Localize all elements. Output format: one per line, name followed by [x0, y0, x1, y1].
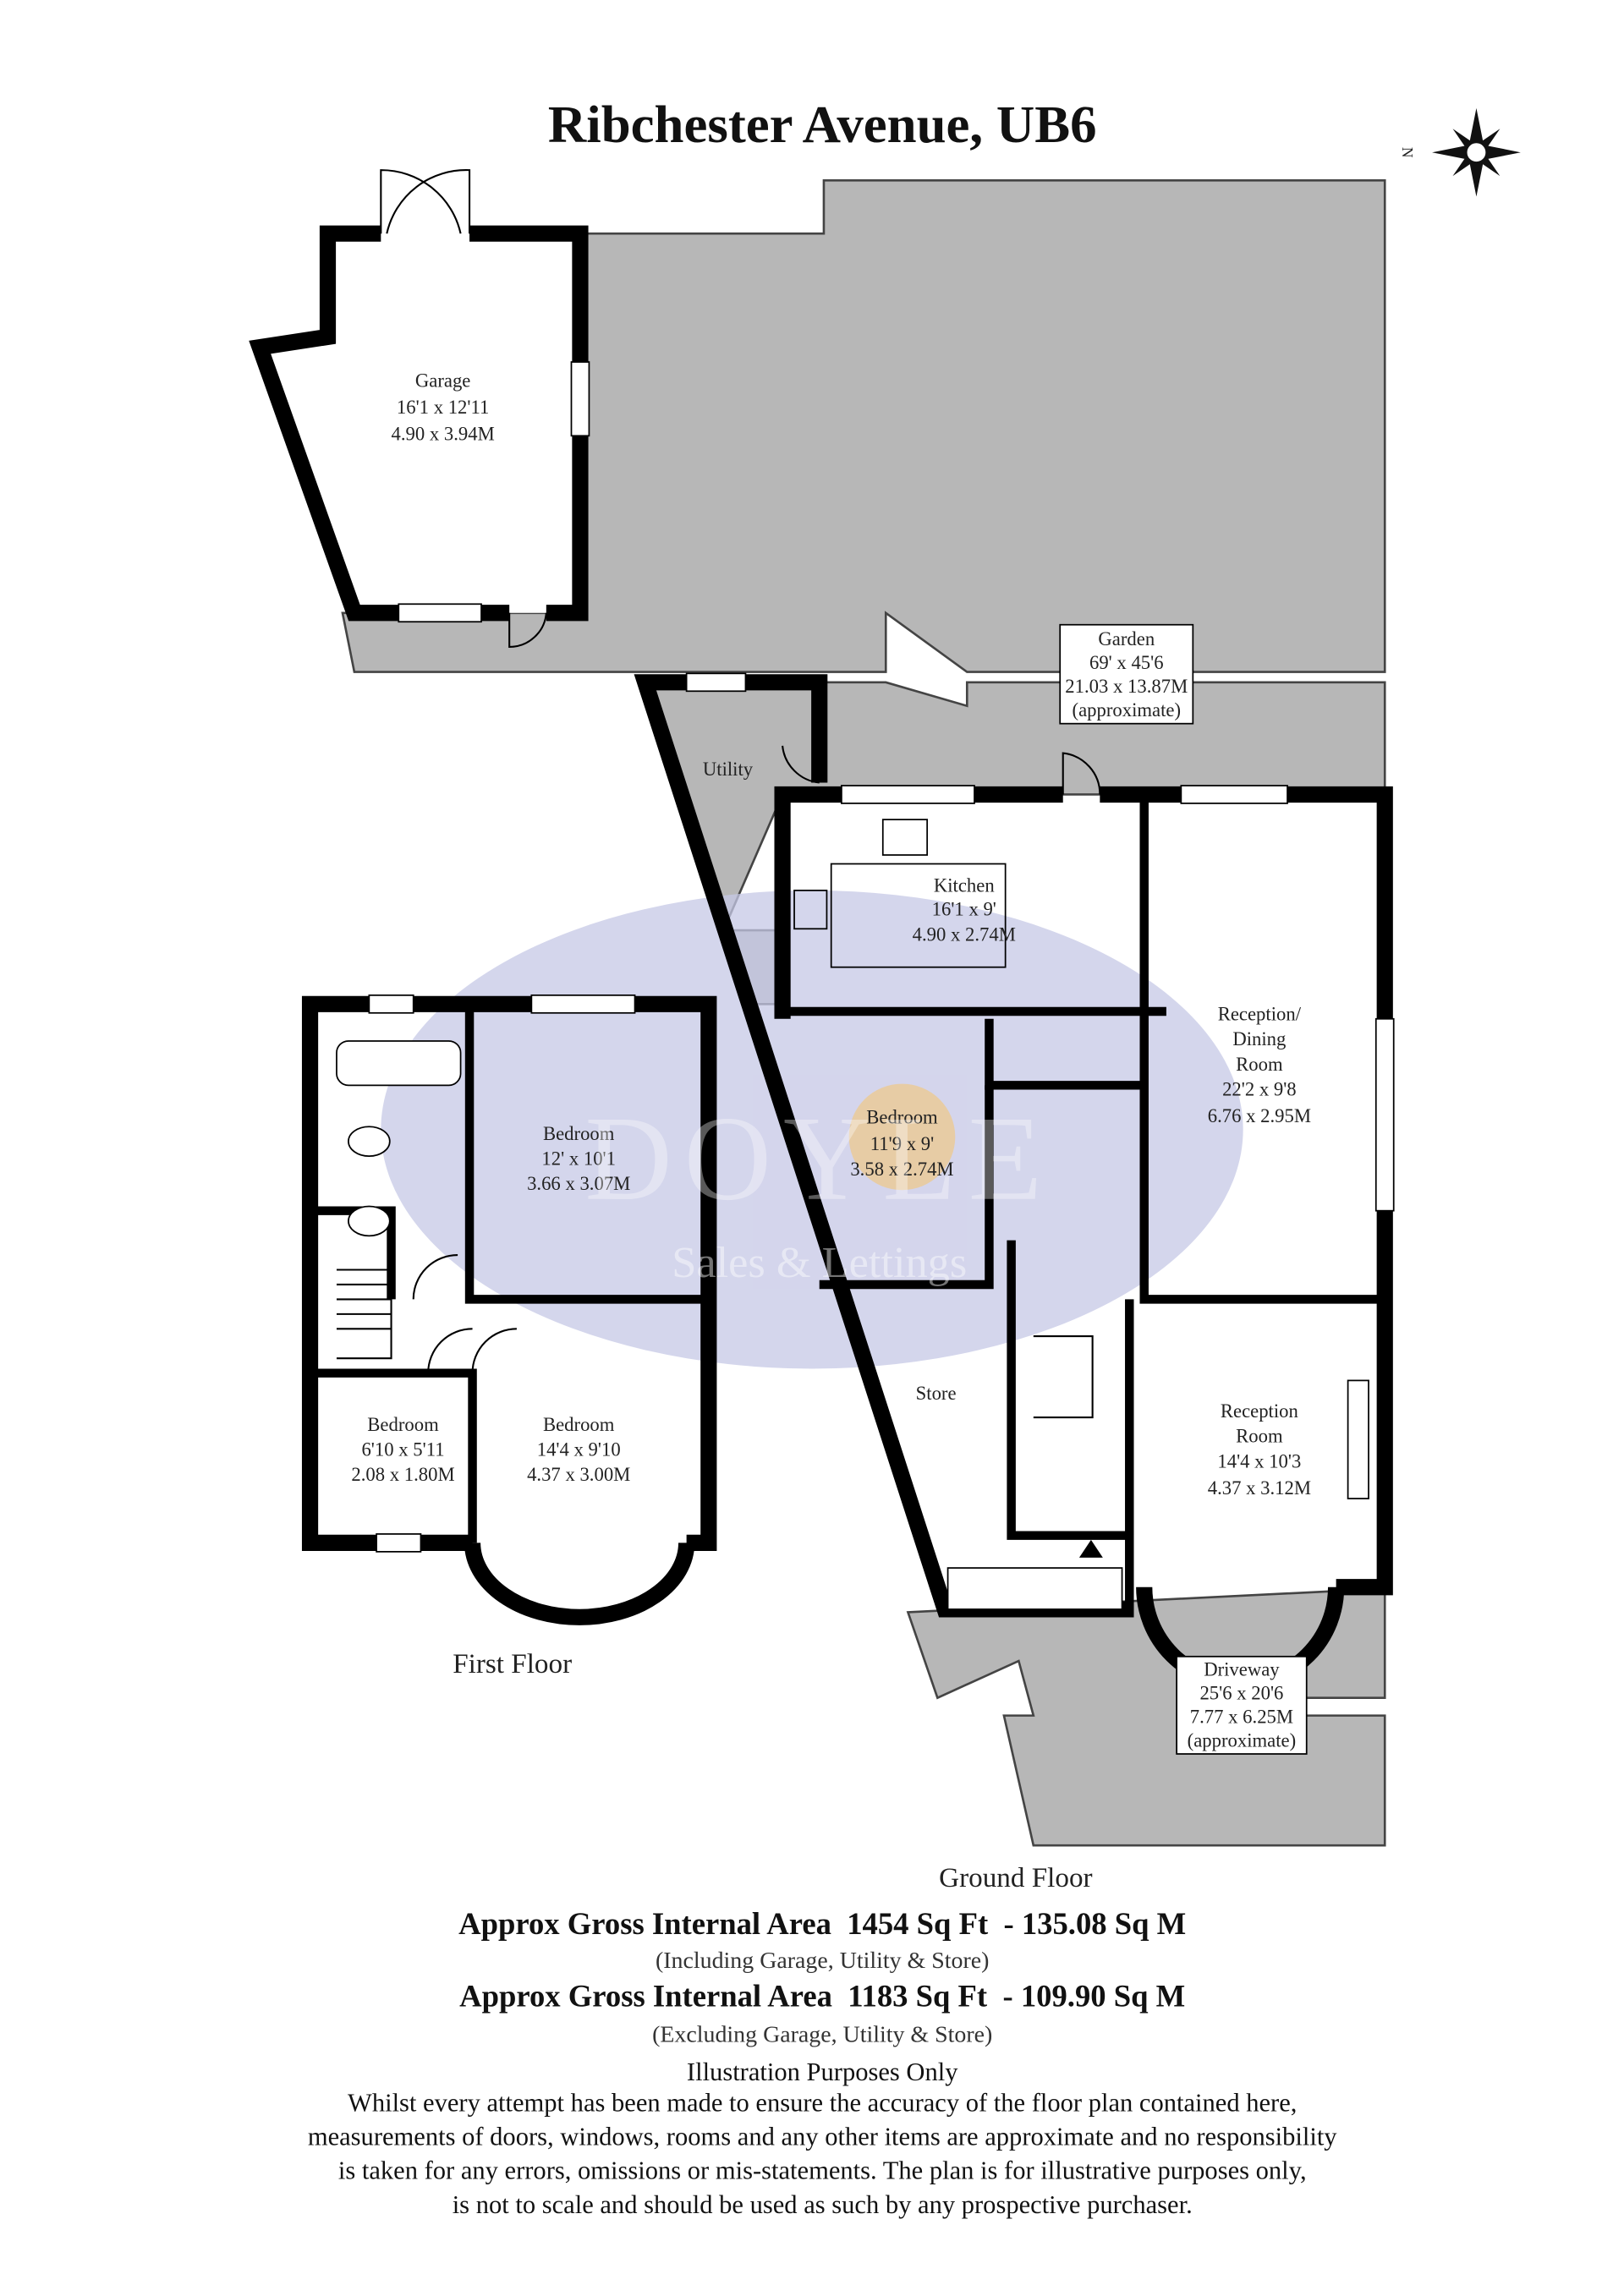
- garage-imperial: 16'1 x 12'11: [397, 397, 489, 418]
- ff-bedroom2-metric: 2.08 x 1.80M: [351, 1464, 454, 1485]
- garden-note: (approximate): [1073, 699, 1182, 721]
- driveway-imperial: 25'6 x 20'6: [1199, 1682, 1283, 1703]
- kitchen-imperial: 16'1 x 9': [932, 899, 996, 920]
- ff-bedroom2-label: Bedroom: [367, 1414, 439, 1435]
- utility-label: Utility: [703, 759, 754, 780]
- reception-label-1: Reception: [1221, 1400, 1298, 1422]
- reception-label-2: Room: [1236, 1426, 1283, 1447]
- driveway-area: [906, 1587, 1386, 1847]
- garden-imperial: 69' x 45'6: [1089, 652, 1164, 673]
- illustration-note: Illustration Purposes Only: [687, 2058, 958, 2086]
- plan-title: Ribchester Avenue, UB6: [548, 95, 1097, 154]
- watermark-brand: DOYLE: [584, 1091, 1054, 1225]
- disclaimer-line: is taken for any errors, omissions or mi…: [338, 2156, 1307, 2185]
- ff-bedroom3-metric: 4.37 x 3.00M: [527, 1464, 630, 1485]
- reception-metric: 4.37 x 3.12M: [1208, 1477, 1311, 1499]
- disclaimer-line: is not to scale and should be used as su…: [453, 2190, 1193, 2219]
- ground-bedroom-label: Bedroom: [866, 1107, 938, 1128]
- area-including-note: (Including Garage, Utility & Store): [656, 1948, 989, 1974]
- driveway-label: Driveway: [1204, 1659, 1280, 1680]
- driveway-note: (approximate): [1188, 1729, 1297, 1751]
- first-floor-label: First Floor: [453, 1648, 572, 1680]
- disclaimer-line: measurements of doors, windows, rooms an…: [308, 2123, 1337, 2151]
- ff-bedroom3-label: Bedroom: [543, 1414, 615, 1435]
- garage-metric: 4.90 x 3.94M: [391, 424, 494, 445]
- ground-bedroom-imperial: 11'9 x 9': [870, 1133, 934, 1154]
- garden-label: Garden: [1098, 628, 1155, 649]
- garage: [249, 169, 590, 648]
- reception-imperial: 14'4 x 10'3: [1217, 1450, 1301, 1471]
- driveway-metric: 7.77 x 6.25M: [1190, 1706, 1293, 1727]
- first-floor-plan: [301, 994, 717, 1625]
- store-label: Store: [916, 1383, 957, 1404]
- kitchen-metric: 4.90 x 2.74M: [913, 923, 1016, 945]
- garden-metric: 21.03 x 13.87M: [1065, 676, 1188, 697]
- reception-dining-imperial: 22'2 x 9'8: [1222, 1079, 1297, 1100]
- watermark-tagline: Sales & Lettings: [672, 1238, 967, 1287]
- ff-bedroom1-label: Bedroom: [543, 1123, 615, 1144]
- reception-dining-metric: 6.76 x 2.95M: [1208, 1105, 1311, 1126]
- garage-label: Garage: [415, 370, 471, 392]
- ground-bedroom-metric: 3.58 x 2.74M: [850, 1159, 953, 1180]
- reception-dining-label-1: Reception/: [1218, 1004, 1302, 1025]
- disclaimer-line: Whilst every attempt has been made to en…: [348, 2088, 1297, 2117]
- area-including: Approx Gross Internal Area 1454 Sq Ft - …: [458, 1906, 1186, 1941]
- compass-rose-icon: N: [1399, 107, 1521, 197]
- ff-bedroom1-metric: 3.66 x 3.07M: [527, 1173, 630, 1194]
- compass-north-label: N: [1399, 147, 1416, 158]
- driveway-label-box: [1176, 1655, 1308, 1755]
- reception-dining-label-3: Room: [1236, 1054, 1283, 1075]
- reception-dining-label-2: Dining: [1232, 1028, 1286, 1049]
- ff-bedroom1-imperial: 12' x 10'1: [541, 1148, 616, 1170]
- kitchen-label: Kitchen: [934, 875, 995, 896]
- ff-bedroom2-imperial: 6'10 x 5'11: [361, 1438, 444, 1460]
- garden-label-box: [1059, 623, 1194, 725]
- ground-floor-label: Ground Floor: [939, 1862, 1092, 1893]
- ff-bedroom3-imperial: 14'4 x 9'10: [537, 1438, 621, 1460]
- area-excluding: Approx Gross Internal Area 1183 Sq Ft - …: [459, 1978, 1185, 2013]
- area-excluding-note: (Excluding Garage, Utility & Store): [652, 2021, 992, 2047]
